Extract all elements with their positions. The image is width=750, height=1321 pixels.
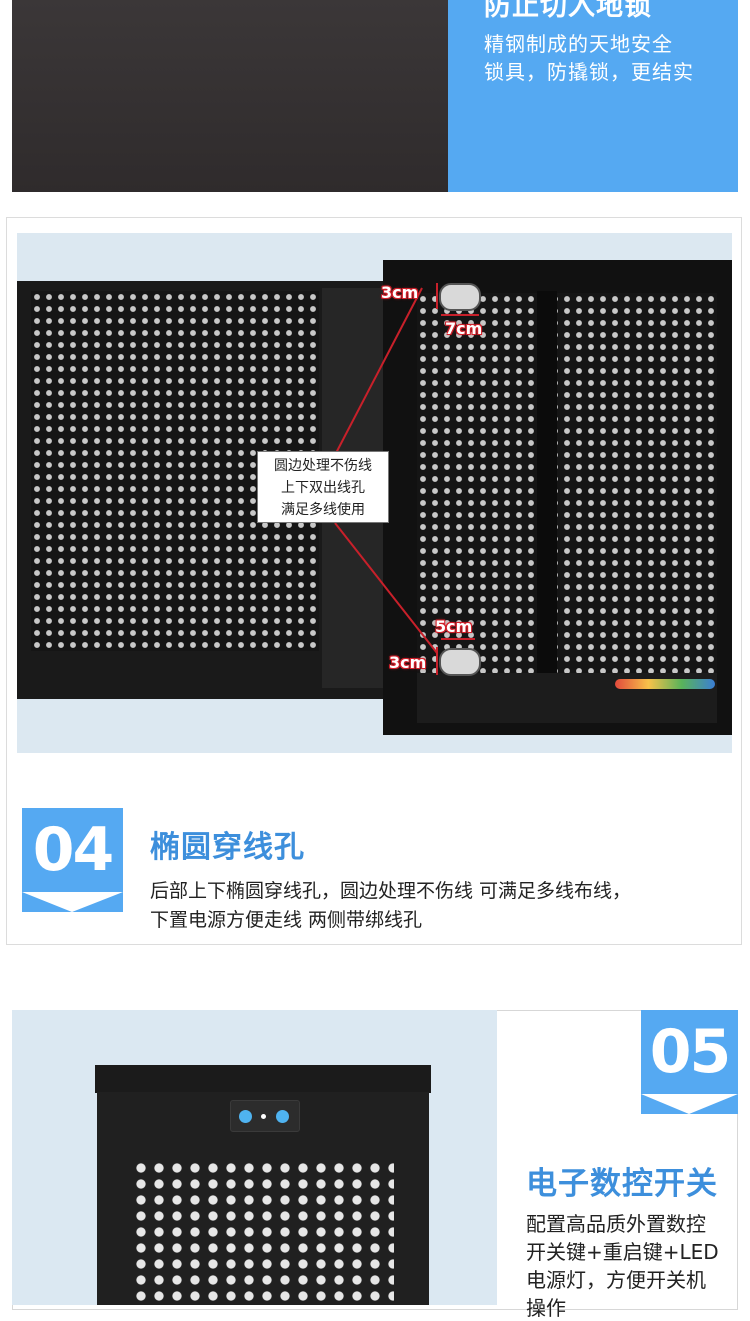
callout-line: 上下双出线孔 — [281, 480, 365, 496]
feature-desc-line: 操作 — [526, 1296, 566, 1320]
feature-desc-line: 电源灯，方便开关机 — [526, 1268, 706, 1292]
feature-title: 防止切入地锁 — [484, 0, 652, 22]
feature-desc-line: 锁具，防撬锁，更结实 — [484, 60, 694, 84]
dim-label-top-width: 7cm — [445, 319, 483, 338]
led-indicator — [261, 1114, 266, 1119]
dim-label-bottom-height: 3cm — [389, 653, 427, 672]
cabinet-divider — [537, 291, 557, 711]
callout-line: 圆边处理不伤线 — [274, 458, 372, 474]
dim-label-bottom-width: 5cm — [435, 617, 473, 636]
feature-number-badge: 05 — [641, 1010, 738, 1114]
callout-leader-lines — [334, 283, 479, 675]
cabinet-back-panel — [417, 293, 717, 693]
feature-desc-line: 后部上下椭圆穿线孔，圆边处理不伤线 可满足多线布线， — [150, 880, 632, 902]
restart-button — [276, 1110, 289, 1123]
feature-number-badge: 04 — [22, 808, 123, 912]
feature-number: 04 — [32, 815, 115, 885]
callout-line: 满足多线使用 — [281, 502, 365, 518]
cabinet-open-photo: 圆边处理不伤线 上下双出线孔 满足多线使用 3cm 7cm 5cm 3cm — [17, 233, 732, 753]
feature-panel — [448, 0, 738, 192]
bottom-cable-hole — [439, 648, 481, 676]
dim-label-top-height: 3cm — [381, 283, 419, 302]
badge-notch — [641, 1094, 738, 1114]
feature-number: 05 — [649, 1017, 732, 1087]
power-button — [239, 1110, 252, 1123]
hex-perforated-panel — [132, 1160, 394, 1305]
feature-desc-line: 下置电源方便走线 两侧带绑线孔 — [150, 909, 423, 931]
lock-product-photo — [12, 0, 448, 192]
feature-desc-line: 配置高品质外置数控 — [526, 1212, 706, 1236]
ribbon-cable — [615, 679, 715, 689]
digital-switch-panel — [230, 1100, 300, 1132]
cable-hole-callout: 圆边处理不伤线 上下双出线孔 满足多线使用 — [257, 451, 389, 523]
cabinet-front-photo — [12, 1010, 497, 1305]
feature-title: 椭圆穿线孔 — [150, 830, 305, 865]
feature-desc-line: 精钢制成的天地安全 — [484, 32, 673, 56]
feature-desc-line: 开关键+重启键+LED — [526, 1240, 719, 1264]
top-cable-hole — [439, 283, 481, 311]
badge-notch — [22, 892, 123, 912]
cabinet-top — [95, 1065, 431, 1093]
feature-title: 电子数控开关 — [526, 1166, 718, 1202]
